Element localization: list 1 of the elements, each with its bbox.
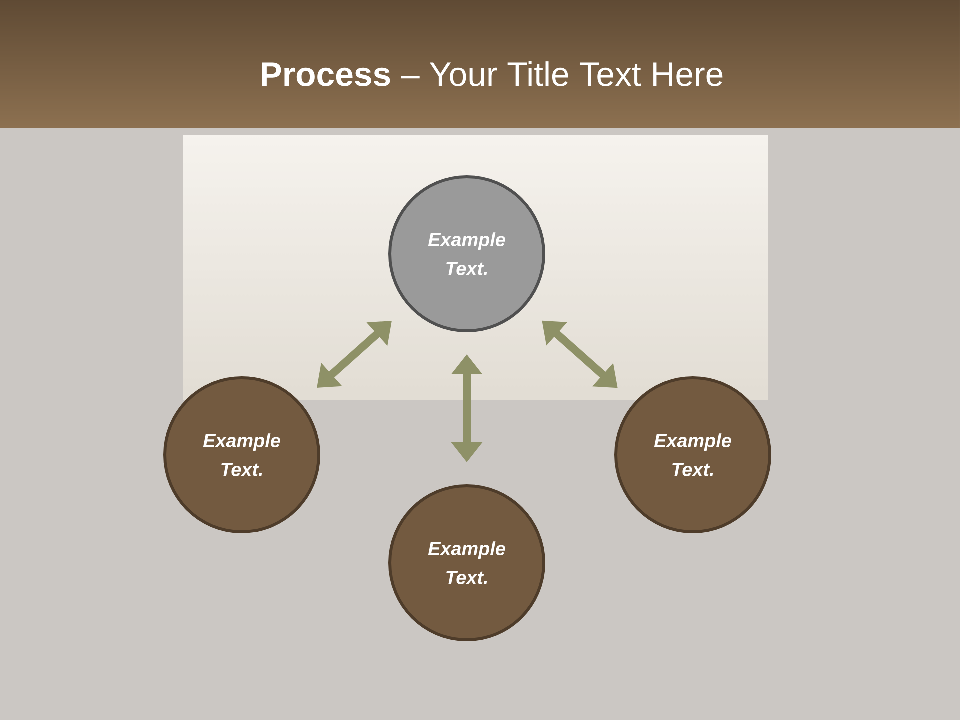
title: Process – Your Title Text Here (262, 62, 723, 86)
